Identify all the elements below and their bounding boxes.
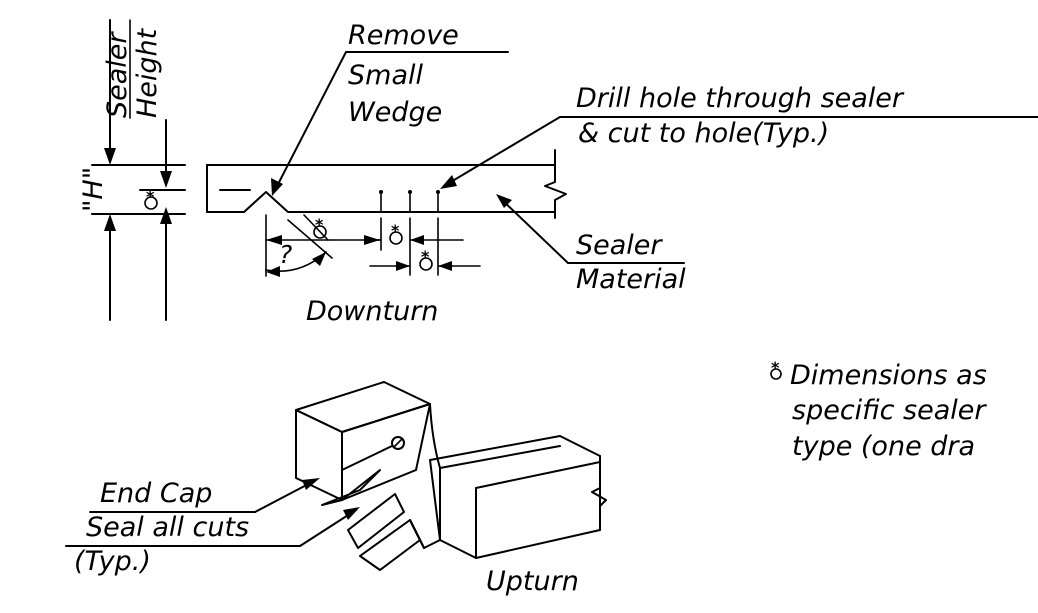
drill-hole-dot-2: [408, 190, 412, 194]
remove-wedge-callout: Remove Small Wedge: [271, 20, 509, 196]
hole-leader: [341, 445, 393, 471]
drill-hole-callout: Drill hole through sealer & cut to hole(…: [440, 83, 1038, 189]
wedge-asterisk: *: [315, 215, 324, 234]
cut-edge: [409, 519, 425, 549]
upturn-top-inner: [439, 445, 561, 469]
height-label: Height: [132, 27, 163, 118]
spacing2-arrow-right: [438, 261, 452, 271]
right-dim-arrow-up: [160, 207, 172, 224]
remove-leader-arrow: [271, 178, 283, 196]
left-dim-arrow-down: [104, 148, 116, 165]
drill-hole-dot-1: [379, 190, 383, 194]
upturn-front-top: [475, 461, 601, 489]
note-line-3: type (one dra: [792, 431, 975, 462]
seal-cuts-callout: Seal all cuts (Typ.): [65, 507, 360, 577]
upturn-label: Upturn: [486, 566, 579, 597]
drill-leader-arrow: [440, 175, 457, 189]
sealer-material-line-1: Sealer: [576, 230, 663, 261]
drill-line-2: & cut to hole(Typ.): [578, 118, 829, 149]
drill-leader: [443, 116, 561, 187]
end-cap-label: End Cap: [100, 478, 212, 509]
h-dimension-label: "H": [78, 167, 109, 212]
cap-hole-hatch: [393, 438, 403, 448]
cut-1: [321, 469, 381, 506]
wedge-asterisk-circle: [313, 225, 327, 239]
downturn-sealer-group: * ? * *: [206, 149, 567, 277]
asterisk-circle-symbol: [144, 196, 158, 210]
cut-2: [347, 493, 405, 549]
wedge-diag-ext: [287, 219, 333, 259]
wedge-arrow-left: [266, 235, 282, 245]
sealer-material-line-2: Material: [576, 264, 686, 295]
sealer-label: Sealer: [102, 31, 133, 118]
cut-3: [359, 519, 421, 571]
spacing2-asterisk-circle: [419, 257, 433, 271]
spacing2-arrow-left: [396, 261, 410, 271]
wedge-label: Wedge: [348, 97, 442, 128]
seal-cuts-arrow: [343, 507, 360, 520]
break-line: [544, 149, 567, 219]
note-line-1: Dimensions as: [790, 360, 987, 391]
note-asterisk: *: [771, 358, 780, 377]
sealer-left-edge: [206, 164, 245, 213]
downturn-label: Downturn: [306, 296, 438, 327]
small-label: Small: [348, 60, 423, 91]
upturn-break-line: [591, 455, 607, 531]
note-line-2: specific sealer: [792, 395, 987, 426]
end-cap-front-face: [341, 403, 431, 501]
angle-arrow-right: [312, 252, 326, 266]
end-cap-leader-arrow: [302, 478, 320, 490]
spacing2-asterisk: *: [421, 247, 430, 266]
spacing1-arrow: [410, 235, 424, 245]
upturn-riser: [409, 403, 441, 549]
sealer-material-callout: Sealer Material: [496, 194, 686, 295]
cap-hole: [391, 436, 405, 450]
remove-label: Remove: [348, 20, 459, 51]
seal-cuts-line-1: Seal all cuts: [86, 512, 249, 543]
sealer-material-leader: [499, 197, 569, 264]
remove-leader: [273, 51, 347, 193]
spacing1-asterisk-circle: [389, 231, 403, 245]
seal-cuts-line-2: (Typ.): [74, 546, 151, 577]
drill-hole-dot-3: [436, 190, 440, 194]
left-dim-arrow-up: [104, 214, 116, 231]
drill-line-1: Drill hole through sealer: [576, 83, 905, 114]
asterisk-mark: *: [146, 187, 155, 206]
sealer-material-arrow: [496, 194, 512, 208]
spacing1-asterisk: *: [391, 221, 400, 240]
right-dim-arrow-down: [160, 171, 172, 188]
height-dimension-group: Sealer Height "H" *: [78, 19, 186, 321]
upturn-3d-group: [295, 381, 607, 571]
angle-arrow-left: [266, 266, 280, 277]
end-cap-callout: End Cap: [89, 445, 393, 513]
dimensions-note: * Dimensions as specific sealer type (on…: [770, 358, 987, 462]
sealer-bottom-edge-with-wedge: [243, 191, 556, 213]
angle-question-mark: ?: [279, 240, 292, 269]
note-asterisk-circle: [770, 368, 782, 380]
